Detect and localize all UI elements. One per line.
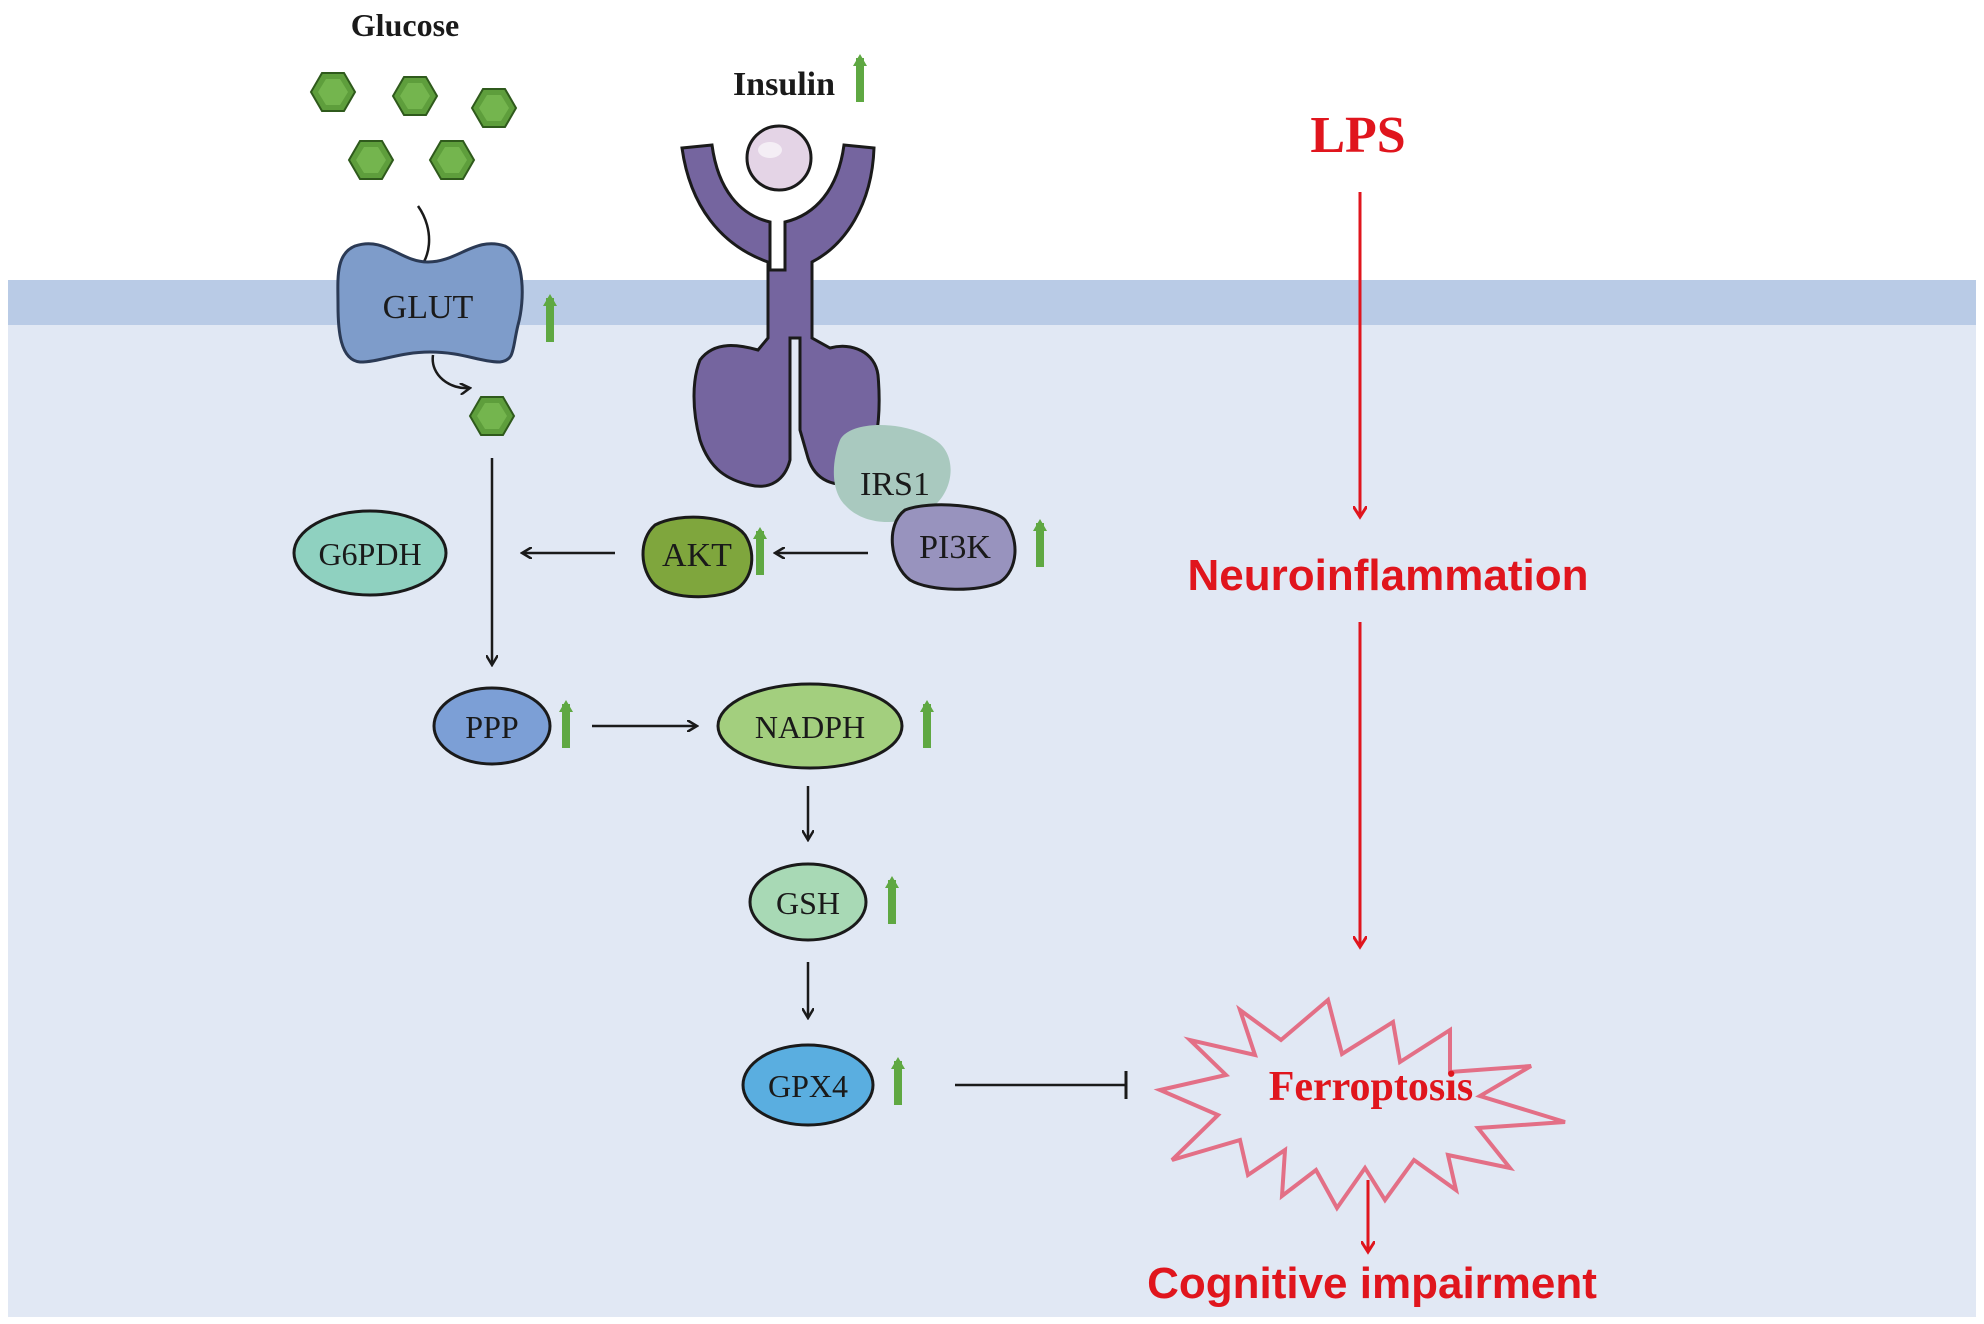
akt-node: AKT [641, 515, 754, 599]
insulin-label: Insulin [733, 66, 835, 103]
gpx4-inhibits-ferroptosis-arrow [955, 1071, 1128, 1099]
gpx4-node: GPX4 [741, 1043, 875, 1127]
gpx4-label: GPX4 [768, 1068, 848, 1104]
glucose-inflow-arrow [431, 354, 470, 388]
neuroinflammation-label: Neuroinflammation [1188, 551, 1589, 600]
irs1-node: IRS1 [833, 425, 951, 523]
insulin-up-arrow-icon [853, 54, 867, 102]
ppp-node: PPP [432, 686, 552, 766]
pi3k-node: PI3K [890, 503, 1017, 591]
glut-transporter: GLUT [336, 242, 524, 364]
glucose-hexagon-icon [348, 140, 394, 180]
akt-label: AKT [662, 537, 732, 574]
gsh-node: GSH [748, 862, 868, 942]
insulin-molecule [745, 124, 813, 192]
ferroptosis-label: Ferroptosis [1269, 1064, 1474, 1110]
g6pdh-node: G6PDH [292, 509, 448, 597]
irs1-label: IRS1 [860, 466, 930, 503]
glucose-label: Glucose [351, 7, 459, 43]
nadph-label: NADPH [755, 709, 865, 745]
gsh-label: GSH [776, 885, 840, 921]
pi3k-label: PI3K [919, 529, 991, 566]
intracellular-glucose-icon [469, 396, 515, 436]
glut-label: GLUT [383, 289, 474, 326]
lps-label: LPS [1310, 107, 1405, 164]
nadph-node: NADPH [716, 682, 904, 770]
insulin-receptor [680, 124, 881, 488]
cell-membrane [8, 280, 1976, 325]
glucose-hexagon-icon [429, 140, 475, 180]
ppp-label: PPP [465, 709, 518, 745]
ferroptosis-burst-icon [1153, 996, 1566, 1212]
glucose-hexagon-icon [471, 88, 517, 128]
glucose-hexagon-icon [310, 72, 356, 112]
cognitive-impairment-label: Cognitive impairment [1147, 1259, 1597, 1308]
glucose-molecules [310, 72, 517, 180]
cytoplasm [8, 325, 1976, 1317]
g6pdh-label: G6PDH [318, 536, 421, 572]
glucose-hexagon-icon [392, 76, 438, 116]
